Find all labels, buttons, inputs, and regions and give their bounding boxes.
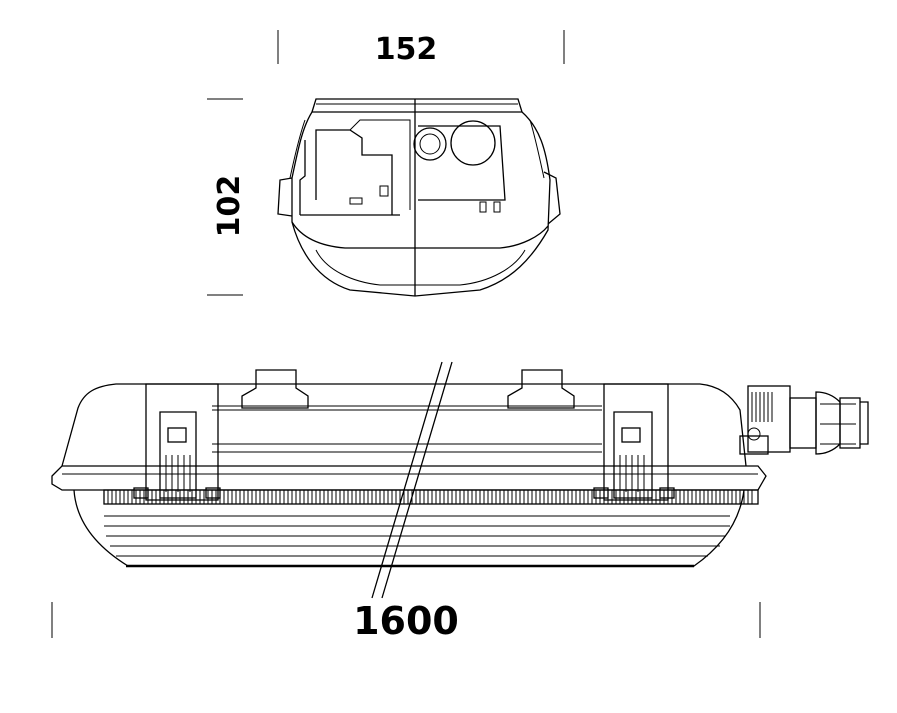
latch-right (593, 383, 675, 501)
width-dimension-label: 152 (375, 32, 438, 67)
housing-side-wall-left (289, 119, 306, 179)
left-clip (277, 177, 293, 217)
top-hook-right (507, 369, 575, 409)
diffuser-inner-curve (315, 249, 526, 286)
gear-tray-inner (349, 119, 411, 210)
ribbed-strip (103, 489, 759, 505)
latch-left (133, 383, 221, 501)
top-cap-outline (311, 98, 523, 113)
housing-outline (291, 111, 551, 297)
side-view (51, 361, 869, 599)
right-interior-frame (418, 125, 506, 201)
break-line-left (371, 361, 443, 599)
cable-gland (739, 385, 869, 455)
tray-slot (349, 197, 363, 205)
top-hook-left (241, 369, 309, 409)
cable-gland-inner (419, 133, 441, 155)
housing-top-outline (61, 383, 747, 467)
tray-tab (379, 185, 389, 197)
right-clip (543, 171, 561, 225)
flange-outline (51, 465, 767, 491)
diffuser-top-edge (291, 221, 549, 249)
housing-side-wall-right (529, 119, 545, 179)
lamp-circle (450, 120, 496, 166)
end-view-cross-section: 152 102 (207, 30, 565, 297)
length-dimension-label: 1600 (353, 599, 459, 643)
break-line-right (381, 361, 453, 599)
ribbed-strip-ribs (107, 490, 753, 504)
height-dimension-label: 102 (212, 175, 247, 238)
right-tab-1 (479, 201, 487, 213)
right-tab-2 (493, 201, 501, 213)
cable-gland-circle (413, 127, 447, 161)
gear-tray (299, 129, 400, 216)
length-dimension: 1600 (51, 599, 761, 643)
